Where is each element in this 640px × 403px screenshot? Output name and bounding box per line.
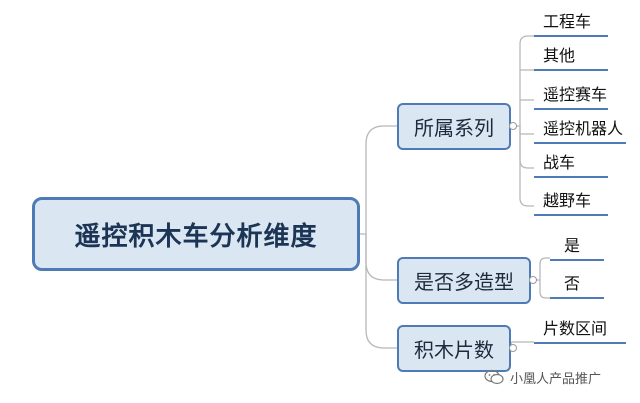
- leaf-node-tank[interactable]: 战车: [534, 152, 608, 178]
- leaf-node-no[interactable]: 否: [550, 273, 604, 299]
- leaf-node-piece-range[interactable]: 片数区间: [534, 318, 626, 344]
- collapse-toggle-multi-style[interactable]: [529, 276, 537, 284]
- connector-leaf-piece-range: [510, 341, 534, 348]
- connector-to-series: [365, 125, 397, 234]
- leaf-label: 越野车: [543, 191, 592, 210]
- leaf-label: 工程车: [543, 12, 592, 31]
- collapse-toggle-series[interactable]: [509, 122, 517, 130]
- watermark-text: 小凰人产品推广: [510, 371, 602, 387]
- leaf-label: 遥控机器人: [543, 119, 624, 138]
- leaf-node-rc-racing[interactable]: 遥控赛车: [534, 84, 608, 110]
- root-label: 遥控积木车分析维度: [74, 221, 318, 252]
- leaf-node-offroad[interactable]: 越野车: [534, 190, 608, 216]
- leaf-node-yes[interactable]: 是: [550, 235, 604, 261]
- leaf-label: 其他: [543, 46, 576, 65]
- connector-to-piece-count: [365, 234, 397, 349]
- branch-node-piece-count[interactable]: 积木片数: [397, 325, 511, 372]
- wechat-icon: [484, 369, 504, 385]
- branch-label-multi-style: 是否多造型: [414, 270, 514, 294]
- collapse-toggle-piece-count[interactable]: [509, 344, 517, 352]
- connector-leaf-yes: [539, 257, 550, 280]
- connector-to-multi-style: [365, 234, 397, 281]
- connector-leaf-engineering: [519, 35, 534, 126]
- branch-label-piece-count: 积木片数: [414, 338, 494, 362]
- leaf-label: 是: [564, 236, 581, 255]
- leaf-node-other[interactable]: 其他: [534, 45, 608, 71]
- connector-leaf-tank: [519, 126, 534, 169]
- leaf-label: 片数区间: [543, 319, 608, 338]
- leaf-node-engineering[interactable]: 工程车: [534, 11, 608, 37]
- leaf-node-rc-robot[interactable]: 遥控机器人: [534, 118, 626, 144]
- leaf-label: 否: [564, 274, 581, 293]
- connector-leaf-no: [539, 280, 550, 299]
- connector-leaf-offroad: [519, 126, 534, 207]
- leaf-label: 战车: [543, 153, 576, 172]
- root-node[interactable]: 遥控积木车分析维度: [32, 197, 360, 271]
- branch-label-series: 所属系列: [414, 116, 494, 140]
- branch-node-multi-style[interactable]: 是否多造型: [397, 257, 531, 304]
- leaf-label: 遥控赛车: [543, 85, 608, 104]
- watermark: 小凰人产品推广: [484, 366, 601, 388]
- branch-node-series[interactable]: 所属系列: [397, 103, 511, 150]
